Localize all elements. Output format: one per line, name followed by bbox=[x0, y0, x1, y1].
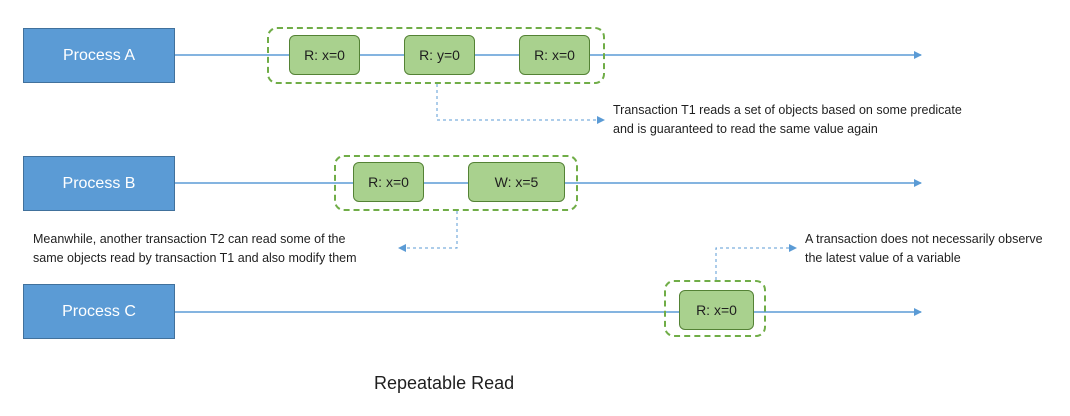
process-c-label: Process C bbox=[62, 302, 136, 320]
operation-b2: W: x=5 bbox=[468, 162, 565, 202]
transaction-c-group bbox=[664, 280, 766, 337]
operation-a1-label: R: x=0 bbox=[304, 47, 345, 63]
process-b-box: Process B bbox=[23, 156, 175, 211]
connector-t1-note bbox=[436, 84, 605, 124]
transaction-t1-group bbox=[267, 27, 605, 84]
operation-b1-label: R: x=0 bbox=[368, 174, 409, 190]
transaction-t2-group bbox=[334, 155, 578, 211]
note-c-line1: A transaction does not necessarily obser… bbox=[805, 232, 1043, 246]
note-c: A transaction does not necessarily obser… bbox=[805, 230, 1043, 268]
diagram-caption: Repeatable Read bbox=[374, 373, 515, 393]
operation-b2-label: W: x=5 bbox=[494, 174, 539, 190]
operation-a3-label: R: x=0 bbox=[534, 47, 575, 63]
process-b-label: Process B bbox=[62, 174, 136, 192]
note-t1-line1: Transaction T1 reads a set of objects ba… bbox=[613, 103, 962, 117]
operation-b1: R: x=0 bbox=[353, 162, 424, 202]
operation-c1-label: R: x=0 bbox=[696, 302, 737, 318]
process-c-box: Process C bbox=[23, 284, 175, 339]
process-a-label: Process A bbox=[62, 46, 136, 64]
connector-c-note bbox=[715, 244, 797, 280]
note-t2-line1: Meanwhile, another transaction T2 can re… bbox=[33, 232, 346, 246]
note-t2-line2: same objects read by transaction T1 and … bbox=[33, 251, 357, 265]
operation-a1: R: x=0 bbox=[289, 35, 360, 75]
note-t1-line2: and is guaranteed to read the same value… bbox=[613, 122, 878, 136]
note-t2: Meanwhile, another transaction T2 can re… bbox=[33, 230, 357, 268]
operation-a2-label: R: y=0 bbox=[419, 47, 460, 63]
process-a-box: Process A bbox=[23, 28, 175, 83]
note-c-line2: the latest value of a variable bbox=[805, 251, 961, 265]
note-t1: Transaction T1 reads a set of objects ba… bbox=[613, 101, 962, 139]
connector-t2-note bbox=[398, 211, 458, 252]
operation-c1: R: x=0 bbox=[679, 290, 754, 330]
operation-a2: R: y=0 bbox=[404, 35, 475, 75]
operation-a3: R: x=0 bbox=[519, 35, 590, 75]
